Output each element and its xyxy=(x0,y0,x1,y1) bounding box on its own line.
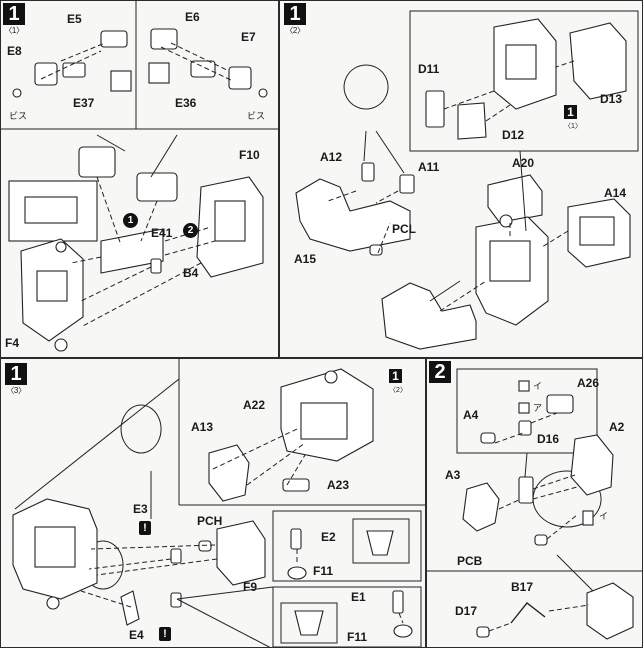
panel-step-1-2: 1 〈2〉 D11 D13 D12 1 〈1〉 A12 A11 A20 A14 … xyxy=(279,0,643,358)
part-label-a4: A4 xyxy=(463,408,479,422)
step-sub: 〈1〉 xyxy=(4,26,24,35)
panel-1-1-illustration xyxy=(1,1,278,352)
panel-step-1-1: 1 〈1〉 E5 E6 E8 E7 E37 E36 ビス ビス F10 1 2 … xyxy=(0,0,279,358)
reference-step-sub: 〈2〉 xyxy=(389,387,407,394)
reference-step: 1 xyxy=(564,105,577,119)
part-label-f10: F10 xyxy=(239,148,260,162)
step-sub: 〈2〉 xyxy=(285,26,305,35)
part-label-e7: E7 xyxy=(241,30,256,44)
part-label-a14: A14 xyxy=(604,186,627,200)
step-number: 1 xyxy=(284,3,306,25)
reference-step-sub: 〈1〉 xyxy=(564,123,582,130)
reference-step: 1 xyxy=(389,369,402,383)
part-label-a15: A15 xyxy=(294,252,317,266)
mark-i-face: イ xyxy=(599,511,609,521)
part-label-e3: E3 xyxy=(133,502,148,516)
part-label-f11-a: F11 xyxy=(313,564,334,578)
part-label-e2: E2 xyxy=(321,530,336,544)
part-label-a23: A23 xyxy=(327,478,350,492)
mark-i-top: イ xyxy=(533,381,543,391)
part-label-e37: E37 xyxy=(73,96,95,110)
part-label-d12: D12 xyxy=(502,128,525,142)
part-label-f11-b: F11 xyxy=(347,630,368,644)
part-label-pcb: PCB xyxy=(457,554,483,568)
assembly-order-2: 2 xyxy=(183,223,198,238)
part-label-f9: F9 xyxy=(243,580,258,594)
panel-1-3-illustration xyxy=(12,359,425,647)
part-label-a13: A13 xyxy=(191,420,214,434)
part-label-f4: F4 xyxy=(5,336,20,350)
part-label-a11: A11 xyxy=(418,160,440,174)
step-number-1-2: 1 〈2〉 xyxy=(284,3,306,35)
part-label-e1: E1 xyxy=(351,590,366,604)
part-label-e4: E4 xyxy=(129,628,144,642)
panel-2-illustration xyxy=(427,368,642,640)
step-number: 1 xyxy=(3,3,25,25)
part-label-d16: D16 xyxy=(537,432,560,446)
panel-step-1-3: 1 〈3〉 1 〈2〉 A22 A13 A23 E3 ! PCH E2 F11 … xyxy=(0,358,426,648)
step-number-1-1: 1 〈1〉 xyxy=(3,3,25,35)
part-label-b4: B4 xyxy=(183,266,199,280)
part-label-pcl: PCL xyxy=(392,222,416,236)
part-label-d13: D13 xyxy=(600,92,623,106)
part-label-d17: D17 xyxy=(455,604,478,618)
screw-label-left: ビス xyxy=(9,111,28,121)
caution-icon: ! xyxy=(139,521,151,535)
step-number-1-3: 1 〈3〉 xyxy=(5,363,27,395)
panel-step-2: 2 イ ア A26 A4 D16 A2 A3 イ PCB B17 D17 xyxy=(426,358,643,648)
part-label-a3: A3 xyxy=(445,468,461,482)
part-label-b17: B17 xyxy=(511,580,534,594)
part-label-e8: E8 xyxy=(7,44,22,58)
part-label-d11: D11 xyxy=(418,62,440,76)
part-label-e36: E36 xyxy=(175,96,197,110)
caution-icon: ! xyxy=(159,627,171,641)
screw-label-right: ビス xyxy=(247,111,266,121)
mark-a: ア xyxy=(533,403,543,413)
part-label-a2: A2 xyxy=(609,420,625,434)
part-label-a20: A20 xyxy=(512,156,535,170)
step-number: 1 xyxy=(5,363,27,385)
part-label-e41: E41 xyxy=(151,226,173,240)
part-label-a12: A12 xyxy=(320,150,343,164)
part-label-e6: E6 xyxy=(185,10,200,24)
part-label-a22: A22 xyxy=(243,398,266,412)
part-label-e5: E5 xyxy=(67,12,82,26)
assembly-order-1: 1 xyxy=(123,213,138,228)
part-label-pch: PCH xyxy=(197,514,223,528)
step-sub: 〈3〉 xyxy=(6,386,26,395)
part-label-a26: A26 xyxy=(577,376,600,390)
panel-1-2-illustration xyxy=(295,10,639,350)
step-number: 2 xyxy=(429,361,451,383)
step-number-2: 2 xyxy=(429,361,451,383)
